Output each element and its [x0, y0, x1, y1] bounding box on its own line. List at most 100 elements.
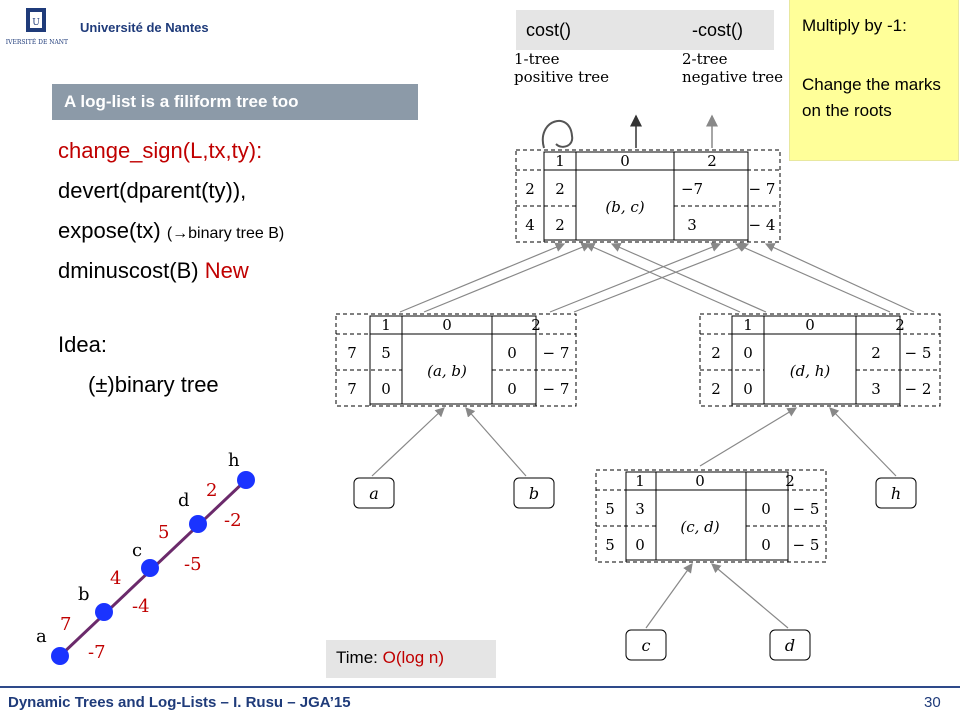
cost-positive-label: cost() [526, 20, 571, 40]
leaf-d [769, 629, 811, 661]
ab-right-inner-1: 0 [507, 344, 517, 362]
leaf-h [875, 477, 917, 509]
code-line-4: dminuscost(B) New [58, 258, 249, 284]
label-2-tree: 2-tree [682, 50, 728, 68]
ab-header-2: 2 [531, 316, 541, 334]
node-label-a: a [36, 626, 47, 647]
dh-right-inner-2: 3 [871, 380, 881, 398]
cd-header-0: 0 [695, 472, 705, 490]
note-box [790, 0, 958, 160]
root-right-inner-1: −7 [681, 180, 703, 198]
leaf-a-label: a [369, 484, 379, 503]
node-label-b: b [78, 584, 90, 605]
university-name: Université de Nantes [80, 20, 209, 35]
path-node-c [141, 559, 159, 577]
root-left-inner-2: 2 [555, 216, 565, 234]
note-title: Multiply by -1: [802, 16, 907, 35]
leaf-b-label: b [529, 484, 539, 503]
time-complexity: O(log n) [382, 648, 445, 667]
cd-left-outer-2: 5 [605, 536, 615, 554]
cost-neg-4: -2 [224, 510, 242, 531]
dh-header-0: 0 [805, 316, 815, 334]
cost-pos-4: 2 [206, 480, 217, 501]
dh-header-1: 1 [743, 316, 753, 334]
ab-label: (a, b) [427, 362, 467, 380]
leaf-c-label: c [642, 636, 651, 655]
leaf-c [625, 629, 667, 661]
root-label: (b, c) [605, 198, 644, 216]
page-number: 30 [924, 694, 941, 711]
self-loop-arrow [541, 119, 574, 149]
root-header-2: 2 [707, 152, 717, 170]
ab-right-outer-1: − 7 [543, 344, 570, 362]
ab-left-inner-2: 0 [381, 380, 391, 398]
cd-header-2: 2 [785, 472, 795, 490]
cd-left-inner-2: 0 [635, 536, 645, 554]
cost-neg-3: -5 [184, 554, 202, 575]
code-line-4-main: dminuscost(B) [58, 258, 205, 283]
ab-left-outer-2: 7 [347, 380, 357, 398]
path-node-d [189, 515, 207, 533]
code-line-3-note: (→binary tree B) [166, 225, 285, 242]
cost-pos-1: 7 [60, 614, 71, 635]
root-header-0: 0 [620, 152, 630, 170]
label-1-tree: 1-tree [514, 50, 560, 68]
root-right-outer-2: − 4 [749, 216, 776, 234]
ab-left-inner-1: 5 [381, 344, 391, 362]
ab-header-0: 0 [442, 316, 452, 334]
code-line-3-main: expose(tx) [58, 218, 167, 243]
cost-neg-1: -7 [88, 642, 106, 663]
root-left-inner-1: 2 [555, 180, 565, 198]
cd-right-outer-2: − 5 [793, 536, 820, 554]
cd-right-inner-1: 0 [761, 500, 771, 518]
cd-header-1: 1 [635, 472, 645, 490]
root-left-outer-1: 2 [525, 180, 535, 198]
ab-right-inner-2: 0 [507, 380, 517, 398]
leaf-a [353, 477, 395, 509]
dh-left-outer-2: 2 [711, 380, 721, 398]
leaf-d-label: d [785, 636, 795, 655]
edges-to-root [399, 242, 915, 313]
section-label: A log-list is a filiform tree too [52, 84, 418, 120]
node-cd: 1 0 2 5 5 3 0 (c, d) 0 0 − 5 − 5 [595, 469, 827, 563]
cd-label: (c, d) [680, 518, 719, 536]
note-text: Change the marks on the roots [802, 75, 941, 120]
footer-divider [0, 686, 960, 688]
cd-right-inner-2: 0 [761, 536, 771, 554]
root-right-outer-1: − 7 [749, 180, 776, 198]
idea-text: (±)binary tree [88, 372, 219, 397]
edges-level-2 [371, 407, 897, 477]
node-ab: 1 0 2 7 7 5 0 (a, b) 0 0 − 7 − 7 [335, 313, 577, 407]
svg-text:U: U [32, 18, 40, 28]
root-header-1: 1 [555, 152, 565, 170]
dh-label: (d, h) [790, 362, 831, 380]
dh-right-outer-2: − 2 [905, 380, 932, 398]
dh-left-outer-1: 2 [711, 344, 721, 362]
svg-text:UNIVERSITÉ DE NANTES: UNIVERSITÉ DE NANTES [6, 38, 68, 46]
university-logo: U UNIVERSITÉ DE NANTES [0, 6, 77, 52]
node-label-c: c [132, 540, 142, 561]
cost-banner [516, 10, 774, 50]
code-line-2: devert(dparent(ty)), [58, 178, 247, 203]
node-dh: 1 0 2 2 2 0 0 (d, h) 2 3 − 5 − 2 [699, 313, 941, 407]
time-box [326, 640, 496, 678]
path-diagram: a b c d h 7 4 5 2 -7 -4 -5 -2 [36, 450, 255, 665]
cd-right-outer-1: − 5 [793, 500, 820, 518]
root-right-inner-2: 3 [687, 216, 697, 234]
ab-header-1: 1 [381, 316, 391, 334]
edges-level-3 [645, 563, 789, 629]
ab-left-outer-1: 7 [347, 344, 357, 362]
new-tag: New [204, 258, 249, 283]
cost-negative-label: -cost() [692, 20, 743, 40]
cd-left-inner-1: 3 [635, 500, 645, 518]
cd-left-outer-1: 5 [605, 500, 615, 518]
dh-header-2: 2 [895, 316, 905, 334]
cost-pos-2: 4 [110, 568, 121, 589]
label-negative-tree: negative tree [682, 68, 783, 86]
dh-right-outer-1: − 5 [905, 344, 932, 362]
node-label-d: d [178, 490, 190, 511]
path-node-a [51, 647, 69, 665]
path-node-h [237, 471, 255, 489]
code-line-3: expose(tx) (→binary tree B) [58, 218, 284, 244]
idea-label: Idea: [58, 332, 107, 357]
